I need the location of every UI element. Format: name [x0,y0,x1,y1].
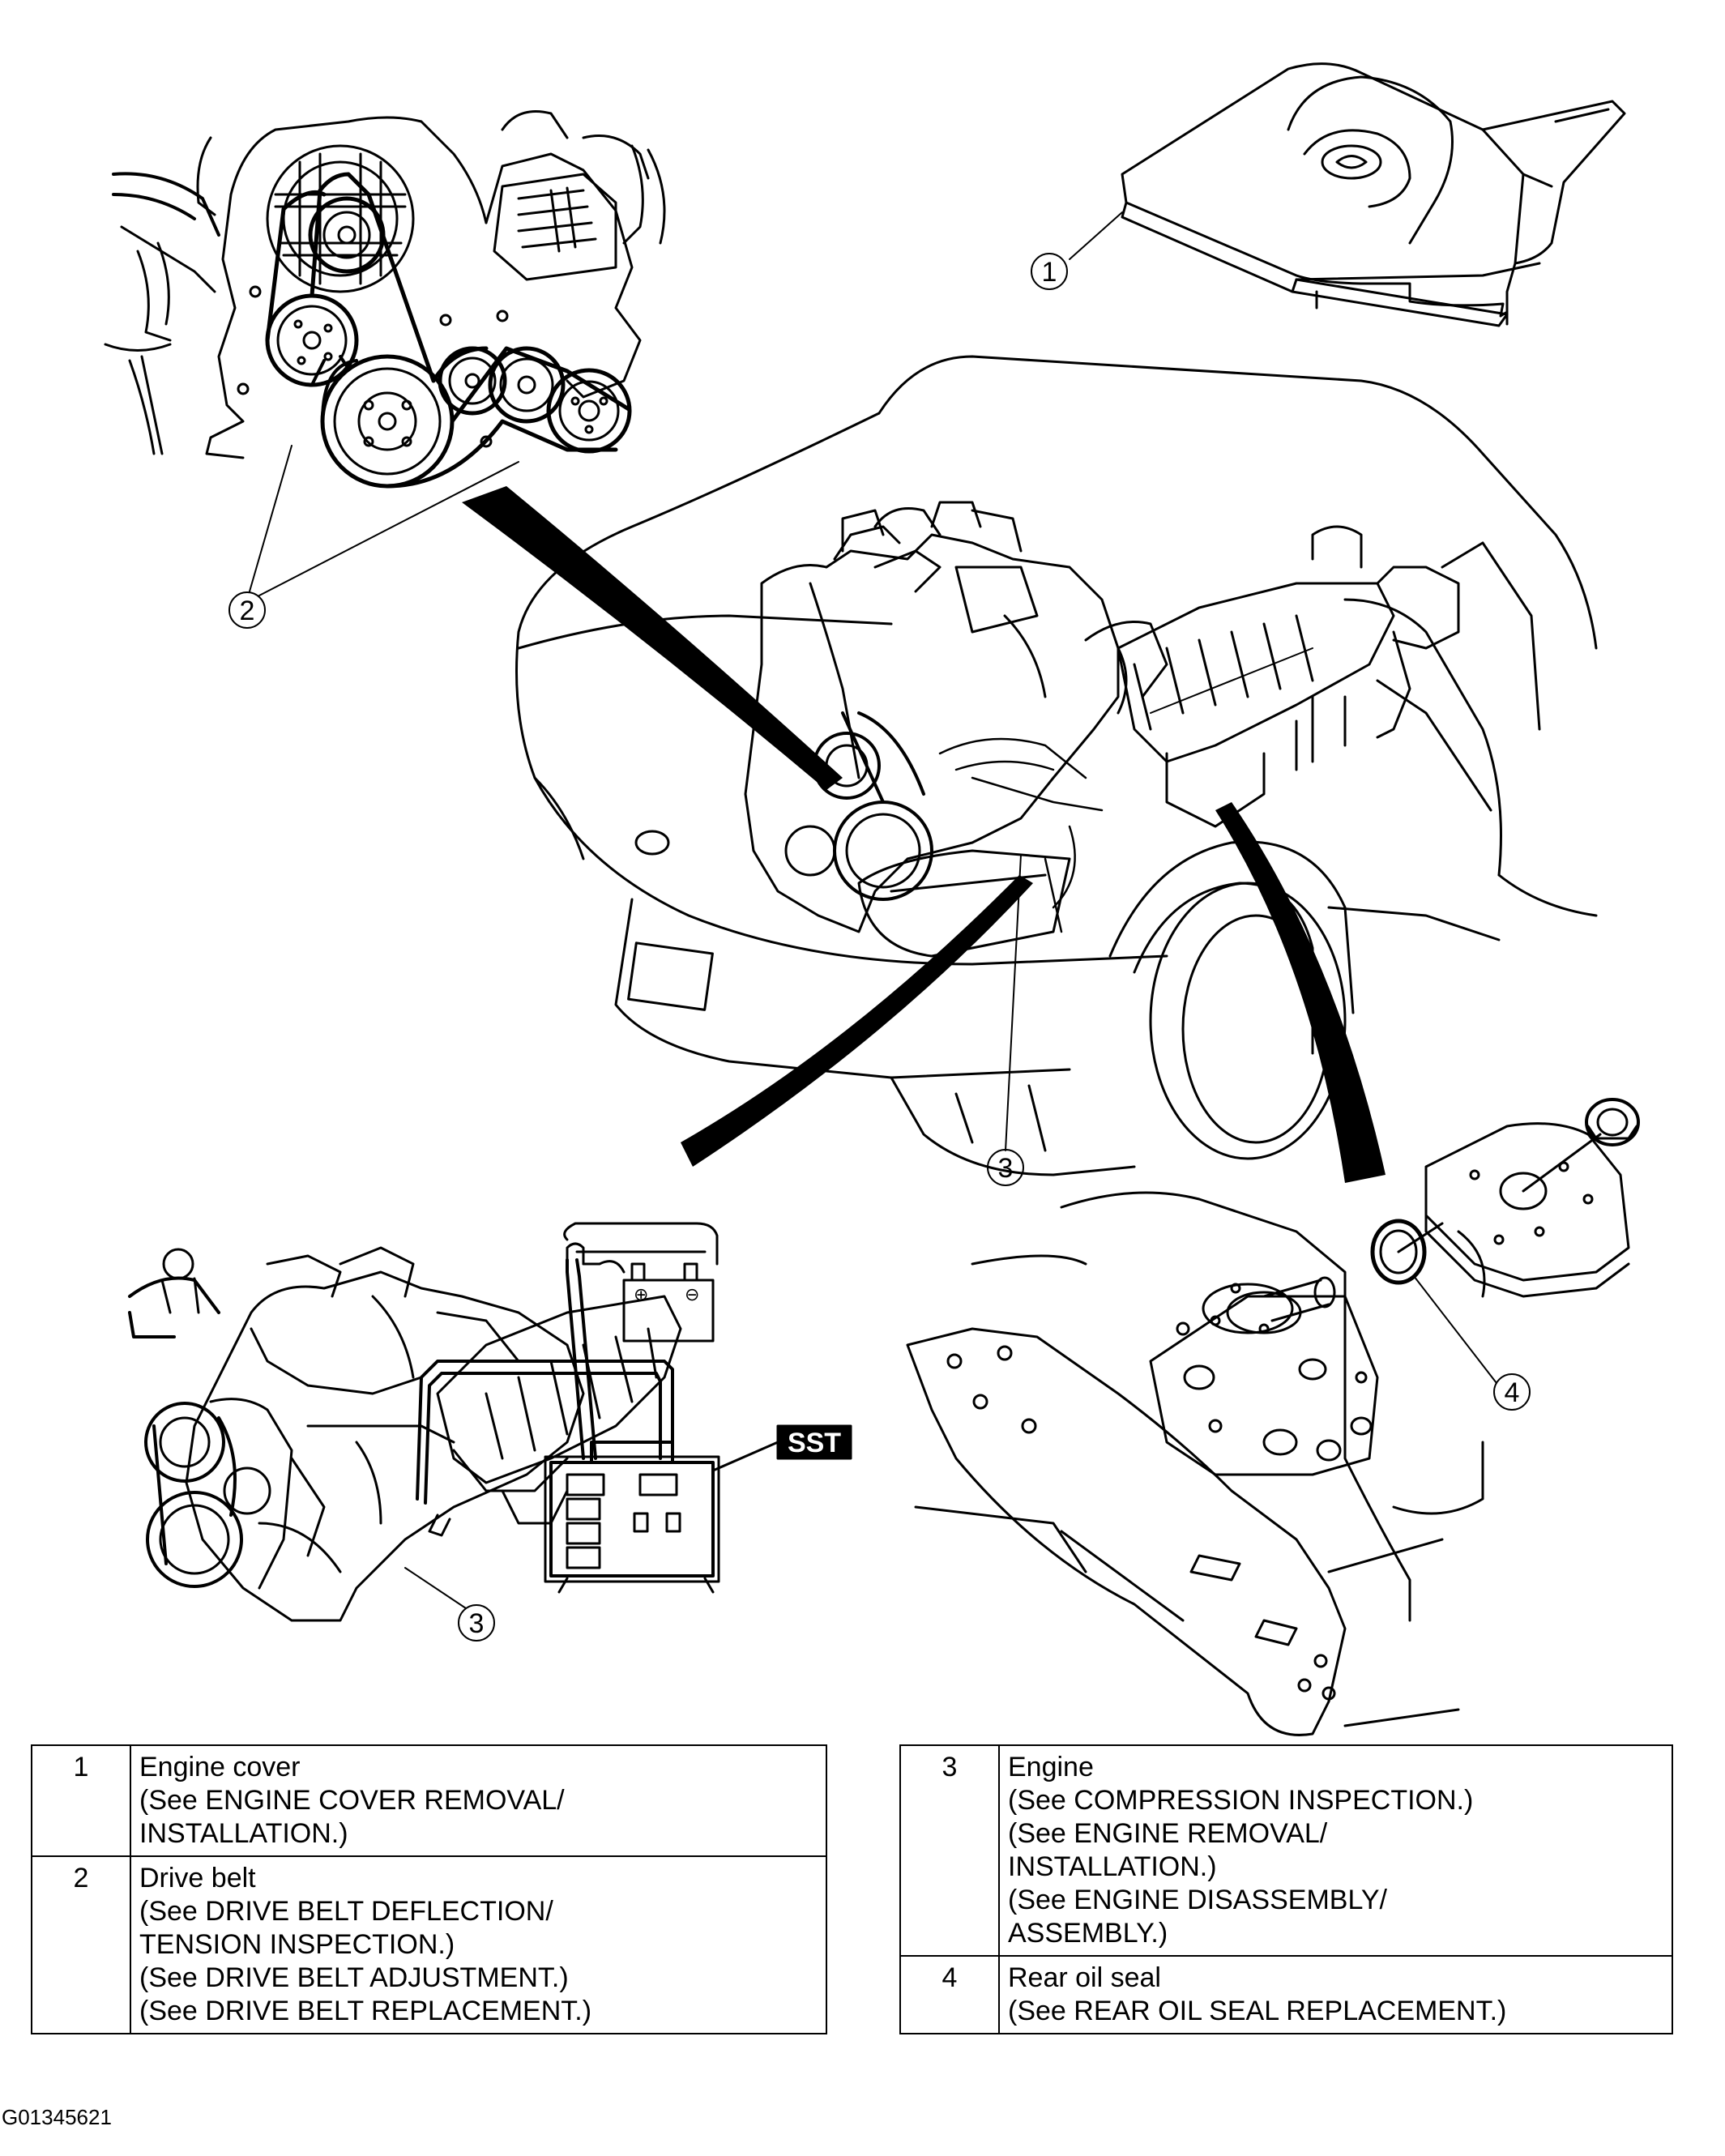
arrow-to-belt-detail [462,486,843,790]
callout-3-vehicle: 3 [987,1149,1024,1186]
svg-text:2: 2 [240,596,255,626]
legend-number: 4 [899,1955,1000,2034]
legend-line: (See REAR OIL SEAL REPLACEMENT.) [1008,1996,1507,2026]
callout-2: 2 [228,591,266,629]
sst-label: SST [788,1428,841,1458]
arrow-to-tester-detail [681,875,1033,1167]
svg-text:⊖: ⊖ [685,1284,699,1304]
svg-text:3: 3 [998,1153,1014,1184]
legend-line: (See ENGINE REMOVAL/ [1008,1818,1328,1849]
svg-text:⊕: ⊕ [634,1284,648,1304]
legend-line: (See COMPRESSION INSPECTION.) [1008,1785,1474,1816]
arrow-to-seal-detail [1215,802,1386,1183]
legend-line: Drive belt [139,1863,256,1893]
legend-description: Drive belt (See DRIVE BELT DEFLECTION/ T… [130,1855,827,2034]
legend-line: Engine cover [139,1752,301,1782]
engine-cover-illustration [1121,62,1626,327]
callout-3-tester: 3 [458,1604,495,1642]
legend-description: Rear oil seal (See REAR OIL SEAL REPLACE… [998,1955,1673,2034]
detail-arrows [462,486,1386,1183]
legend-line: (See ENGINE COVER REMOVAL/ [139,1785,565,1816]
legend-row: 1 Engine cover (See ENGINE COVER REMOVAL… [31,1744,827,1857]
callout-4: 4 [1493,1373,1531,1411]
legend-row: 4 Rear oil seal (See REAR OIL SEAL REPLA… [899,1955,1673,2034]
vehicle-illustration [515,355,1598,1176]
legend-line: (See DRIVE BELT REPLACEMENT.) [139,1996,592,2026]
legend-line: (See ENGINE DISASSEMBLY/ [1008,1885,1387,1915]
legend-number: 1 [31,1744,131,1857]
legend-line: ASSEMBLY.) [1008,1918,1168,1949]
legend-description: Engine cover (See ENGINE COVER REMOVAL/ … [130,1744,827,1857]
legend-line: Rear oil seal [1008,1962,1161,1993]
legend-number: 3 [899,1744,1000,1957]
drive-belt-illustration [104,110,666,489]
figure-id: G01345621 [2,2105,112,2129]
svg-text:4: 4 [1505,1377,1520,1408]
callout-leaders [249,211,1497,1609]
svg-text:1: 1 [1042,257,1057,288]
legend-row: 2 Drive belt (See DRIVE BELT DEFLECTION/… [31,1855,827,2034]
legend-line: (See DRIVE BELT ADJUSTMENT.) [139,1962,569,1993]
sst-badge [776,1424,852,1460]
legend-table-right: 3 Engine (See COMPRESSION INSPECTION.) (… [899,1744,1673,2034]
legend-line: INSTALLATION.) [139,1818,348,1849]
legend-number: 2 [31,1855,131,2034]
legend-line: Engine [1008,1752,1094,1782]
svg-text:3: 3 [469,1608,485,1639]
rear-oil-seal-illustration [906,1098,1640,1736]
callout-1: 1 [1031,253,1068,290]
legend-line: TENSION INSPECTION.) [139,1929,455,1960]
legend-table-left: 1 Engine cover (See ENGINE COVER REMOVAL… [31,1744,827,2034]
legend-line: (See DRIVE BELT DEFLECTION/ [139,1896,553,1927]
legend-description: Engine (See COMPRESSION INSPECTION.) (Se… [998,1744,1673,1957]
legend-row: 3 Engine (See COMPRESSION INSPECTION.) (… [899,1744,1673,1957]
legend-line: INSTALLATION.) [1008,1851,1217,1882]
compression-tester-illustration: ⊕ ⊖ [128,1222,852,1622]
